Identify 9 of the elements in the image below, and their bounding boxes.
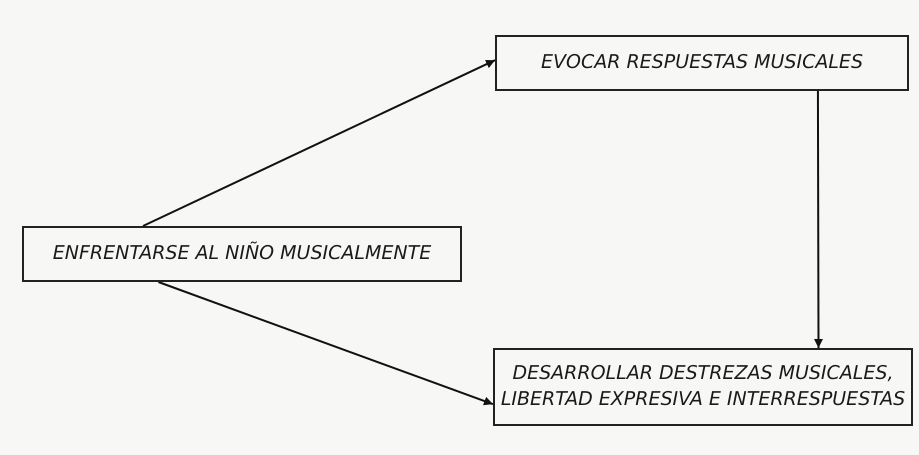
box-label: DESARROLLAR DESTREZAS MUSICALES, LIBERTAD EXPRESIVA E INTERRESPUESTAS: [500, 361, 906, 412]
arrow: [158, 281, 494, 406]
arrow: [142, 59, 496, 227]
process-box: [22, 226, 462, 282]
box-label: EVOCAR RESPUESTAS MUSICALES: [541, 50, 863, 76]
box-label: ENFRENTARSE AL NIÑO MUSICALMENTE: [52, 241, 432, 266]
process-box: [495, 35, 909, 91]
arrow: [814, 91, 823, 348]
process-box: [493, 348, 913, 426]
